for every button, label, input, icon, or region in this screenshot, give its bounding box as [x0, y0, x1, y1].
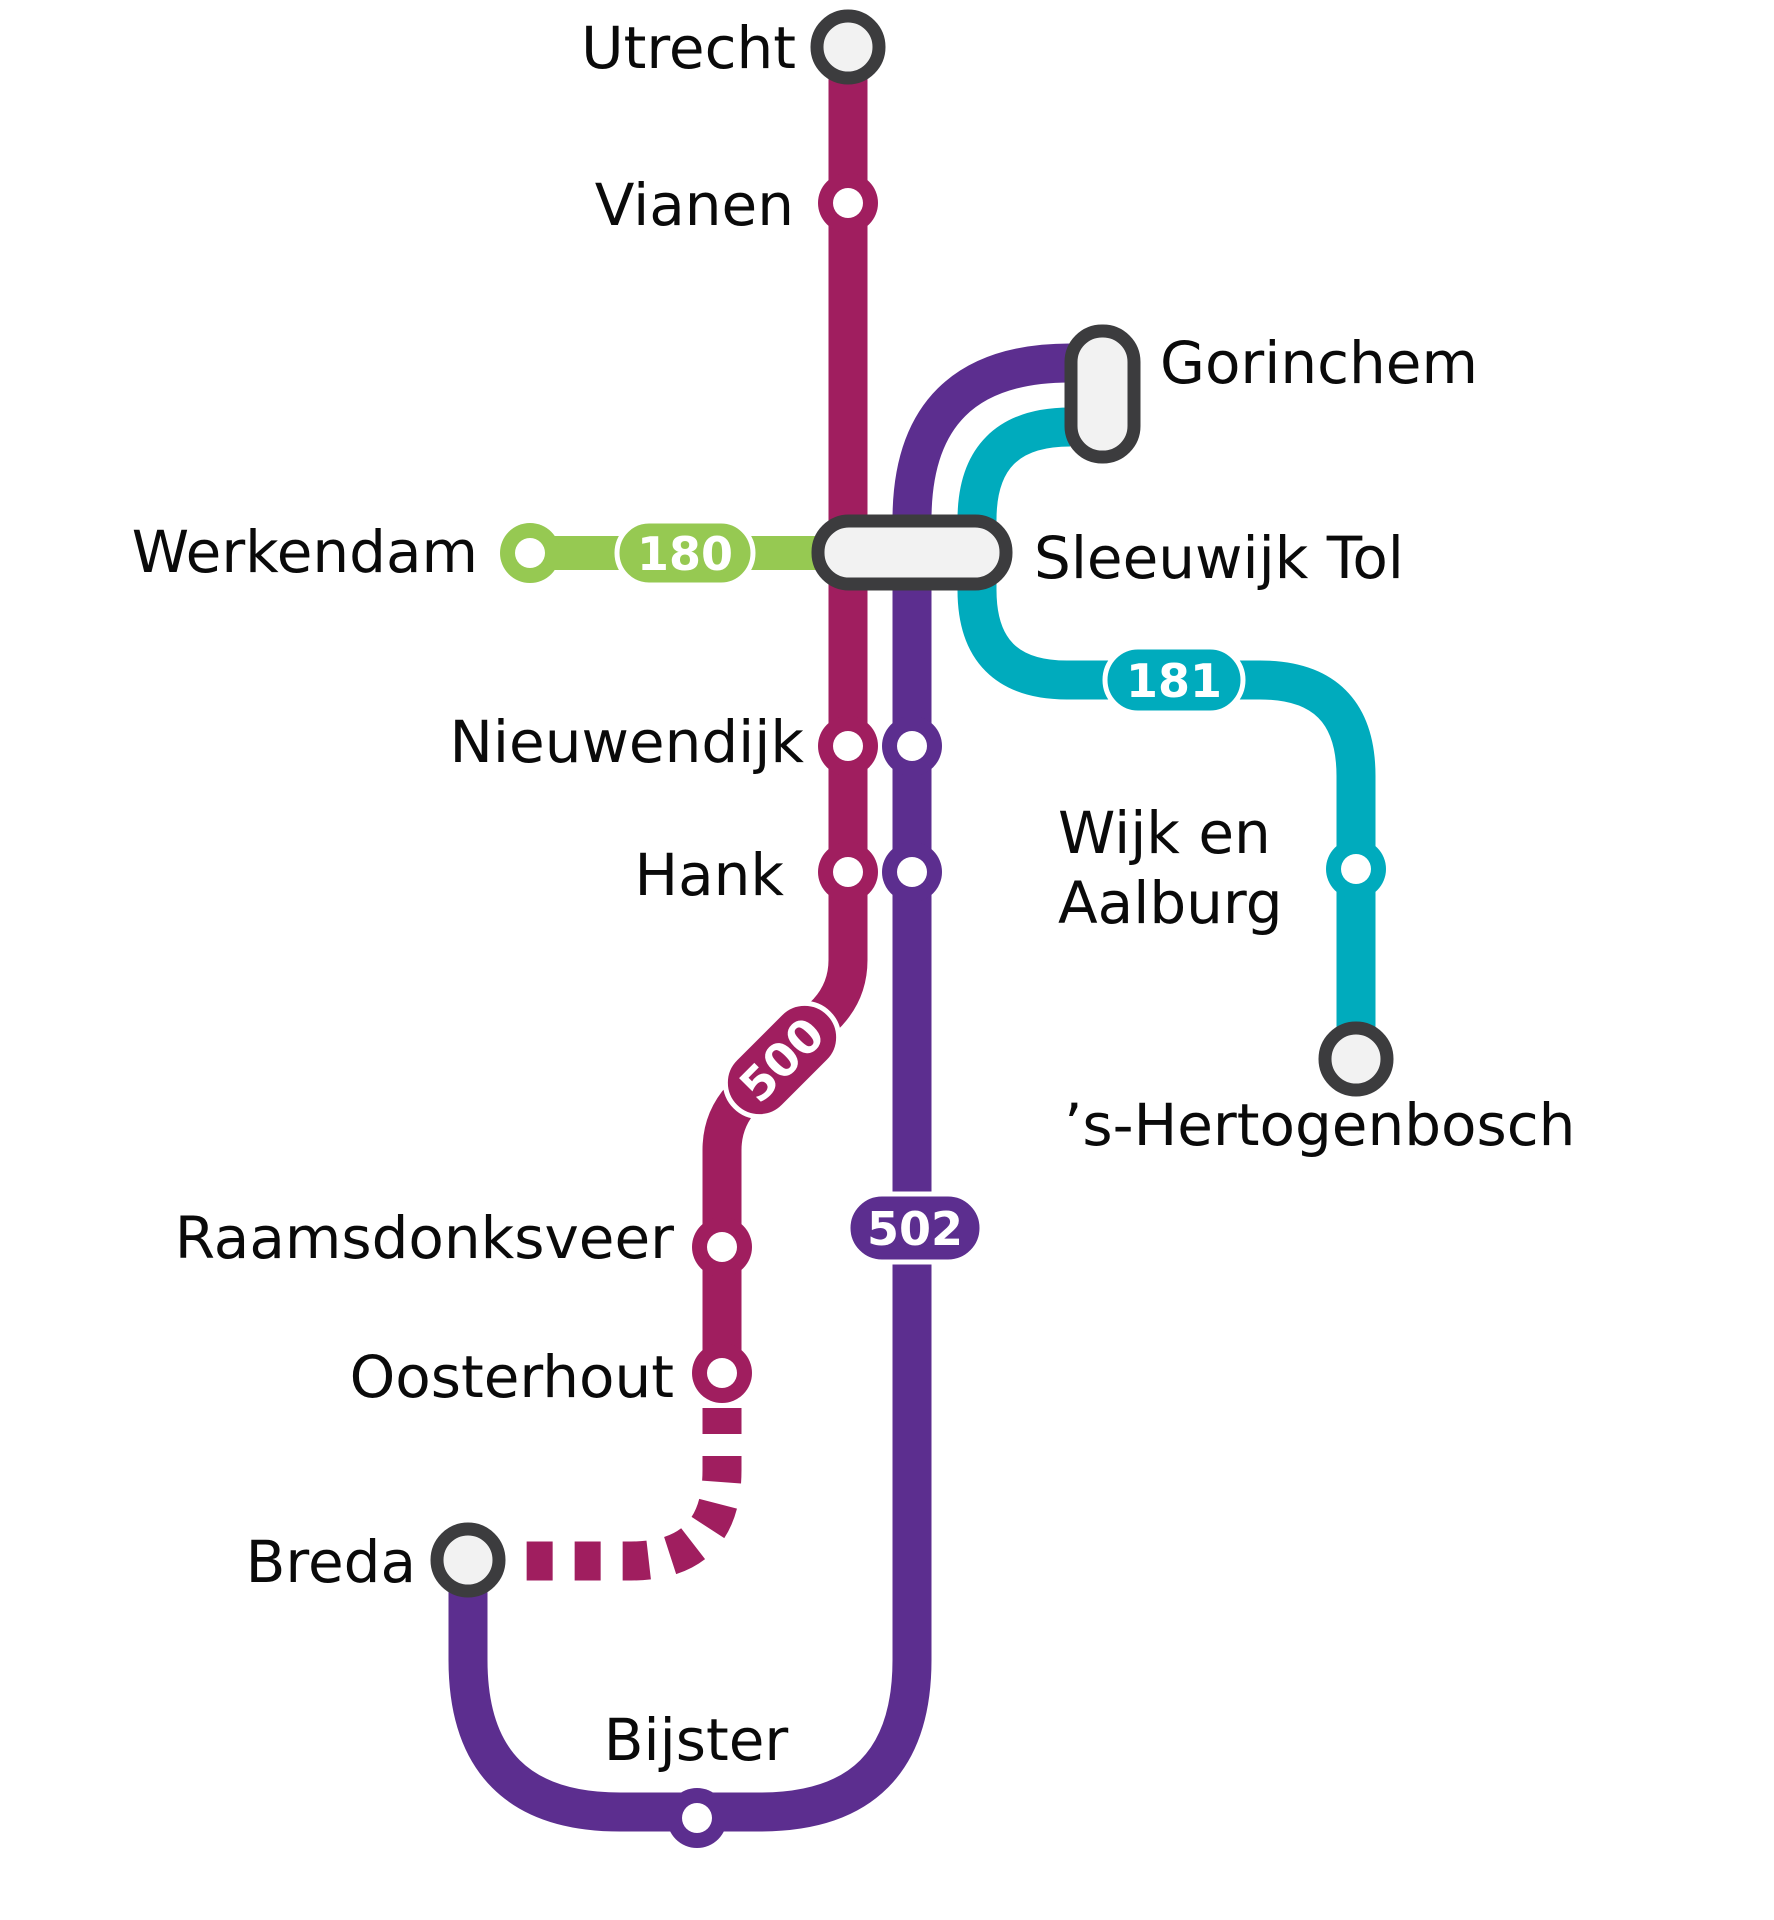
station-werkendam-marker[interactable] — [500, 523, 560, 583]
label-hank: Hank — [634, 841, 784, 909]
label-breda: Breda — [246, 1528, 416, 1596]
station-breda-terminal[interactable] — [430, 1522, 506, 1598]
svg-text:502: 502 — [867, 1202, 963, 1256]
label-nieuwendijk: Nieuwendijk — [450, 708, 805, 776]
svg-text:180: 180 — [637, 527, 733, 581]
station-nieuwendijk-502-marker[interactable] — [882, 716, 942, 776]
svg-text:181: 181 — [1126, 654, 1222, 708]
label-bijster: Bijster — [604, 1706, 789, 1774]
station-sleeuwijk-tol-interchange[interactable] — [811, 514, 1013, 591]
label-oosterhout: Oosterhout — [350, 1343, 674, 1411]
station-gorinchem-interchange[interactable] — [1064, 324, 1141, 464]
label-sleeuwijk-tol: Sleeuwijk Tol — [1034, 524, 1404, 592]
label-gorinchem: Gorinchem — [1160, 329, 1478, 397]
badge-line-181: 181 — [1102, 644, 1246, 716]
label-utrecht: Utrecht — [581, 14, 796, 82]
badge-line-180: 180 — [614, 518, 756, 588]
label-wijk-en-aalburg-line1: Wijk en — [1058, 799, 1271, 867]
station-bijster-marker[interactable] — [667, 1788, 727, 1848]
line-181 — [957, 407, 1376, 1059]
station-hank-502-marker[interactable] — [882, 842, 942, 902]
label-werkendam: Werkendam — [132, 518, 478, 586]
line-500 — [520, 47, 868, 1581]
station-oosterhout-marker[interactable] — [692, 1343, 752, 1403]
label-raamsdonksveer: Raamsdonksveer — [175, 1204, 674, 1272]
label-vianen: Vianen — [595, 171, 794, 239]
badge-line-502: 502 — [845, 1191, 985, 1265]
line-502 — [448, 343, 1071, 1832]
station-hank-500-marker[interactable] — [818, 842, 878, 902]
station-raamsdonksveer-marker[interactable] — [692, 1217, 752, 1277]
station-wijk-en-aalburg-marker[interactable] — [1326, 839, 1386, 899]
station-hertogenbosch-terminal[interactable] — [1318, 1021, 1394, 1097]
label-hertogenbosch: ’s-Hertogenbosch — [1064, 1091, 1575, 1159]
station-nieuwendijk-500-marker[interactable] — [818, 716, 878, 776]
station-utrecht-terminal[interactable] — [810, 9, 886, 85]
station-vianen-marker[interactable] — [818, 173, 878, 233]
label-wijk-en-aalburg-line2: Aalburg — [1058, 869, 1283, 937]
